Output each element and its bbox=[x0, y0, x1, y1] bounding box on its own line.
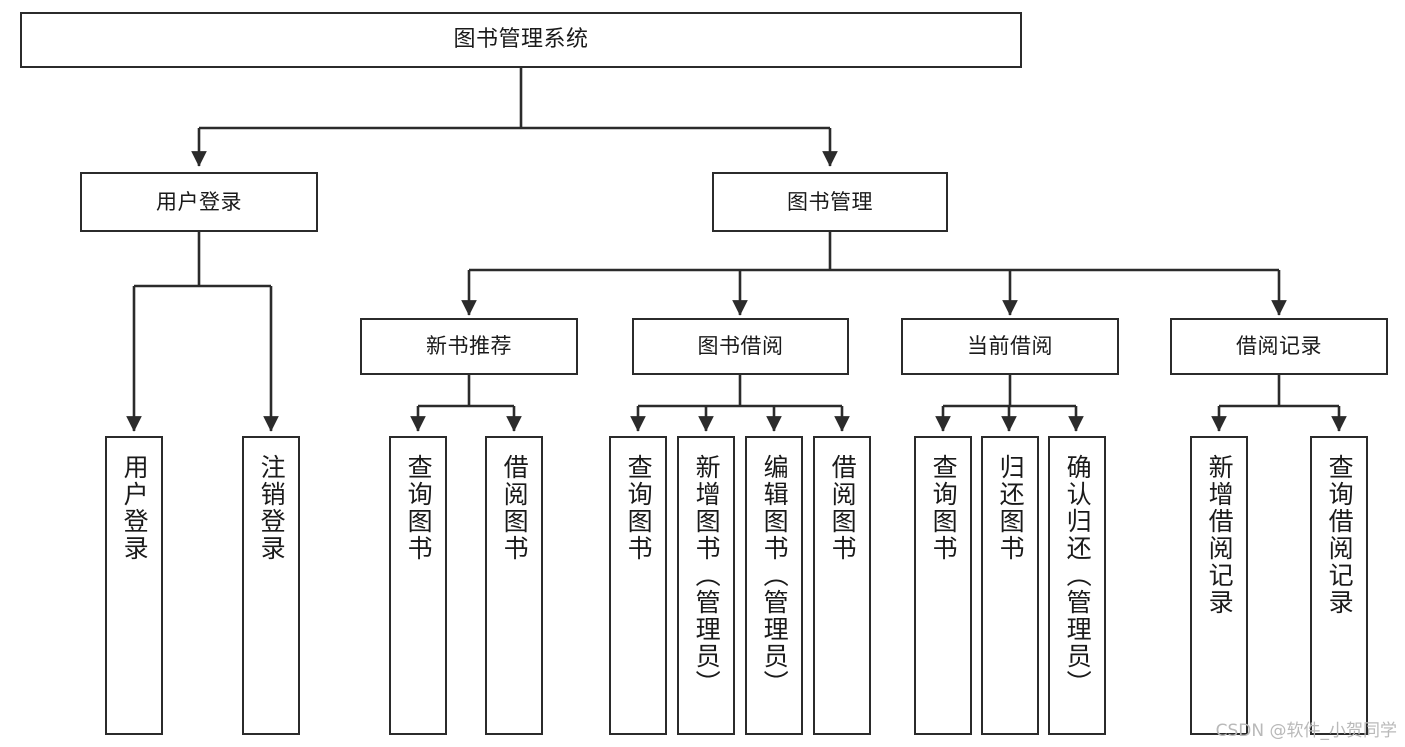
node-leaf-add-record-label: 新增借阅记录 bbox=[1205, 454, 1235, 616]
node-book-manage[interactable]: 图书管理 bbox=[712, 172, 948, 232]
node-leaf-return-book[interactable]: 归还图书 bbox=[981, 436, 1039, 735]
node-leaf-borrow-book-2-label: 借阅图书 bbox=[828, 454, 858, 562]
node-user-login-label: 用户登录 bbox=[156, 189, 242, 214]
node-leaf-add-record[interactable]: 新增借阅记录 bbox=[1190, 436, 1248, 735]
node-leaf-borrow-book-1[interactable]: 借阅图书 bbox=[485, 436, 543, 735]
node-leaf-add-book[interactable]: 新增图书（管理员） bbox=[677, 436, 735, 735]
node-borrow-record[interactable]: 借阅记录 bbox=[1170, 318, 1388, 375]
node-leaf-borrow-book-1-label: 借阅图书 bbox=[500, 454, 530, 562]
node-book-manage-label: 图书管理 bbox=[787, 189, 873, 214]
node-leaf-borrow-book-2[interactable]: 借阅图书 bbox=[813, 436, 871, 735]
node-book-borrow[interactable]: 图书借阅 bbox=[632, 318, 849, 375]
node-leaf-user-logout[interactable]: 注销登录 bbox=[242, 436, 300, 735]
node-leaf-user-logout-label: 注销登录 bbox=[257, 454, 287, 562]
node-leaf-query-book-1[interactable]: 查询图书 bbox=[389, 436, 447, 735]
node-current-borrow[interactable]: 当前借阅 bbox=[901, 318, 1119, 375]
node-leaf-query-book-2-label: 查询图书 bbox=[624, 454, 654, 562]
node-new-book-rec[interactable]: 新书推荐 bbox=[360, 318, 578, 375]
node-leaf-confirm-return[interactable]: 确认归还（管理员） bbox=[1048, 436, 1106, 735]
node-root-label: 图书管理系统 bbox=[453, 27, 589, 52]
node-leaf-return-book-label: 归还图书 bbox=[996, 454, 1026, 562]
node-user-login[interactable]: 用户登录 bbox=[80, 172, 318, 232]
node-book-borrow-label: 图书借阅 bbox=[697, 334, 784, 358]
node-leaf-query-book-3[interactable]: 查询图书 bbox=[914, 436, 972, 735]
node-root[interactable]: 图书管理系统 bbox=[20, 12, 1022, 68]
node-leaf-query-book-1-label: 查询图书 bbox=[404, 454, 434, 562]
node-leaf-edit-book[interactable]: 编辑图书（管理员） bbox=[745, 436, 803, 735]
node-current-borrow-label: 当前借阅 bbox=[967, 334, 1053, 358]
node-leaf-query-book-2[interactable]: 查询图书 bbox=[609, 436, 667, 735]
node-leaf-query-record-label: 查询借阅记录 bbox=[1325, 454, 1355, 616]
node-leaf-add-book-label: 新增图书（管理员） bbox=[692, 454, 722, 697]
node-leaf-user-login-label: 用户登录 bbox=[120, 454, 150, 562]
node-leaf-query-record[interactable]: 查询借阅记录 bbox=[1310, 436, 1368, 735]
node-borrow-record-label: 借阅记录 bbox=[1236, 334, 1322, 358]
node-new-book-rec-label: 新书推荐 bbox=[426, 334, 512, 358]
node-leaf-query-book-3-label: 查询图书 bbox=[929, 454, 959, 562]
node-leaf-edit-book-label: 编辑图书（管理员） bbox=[760, 454, 790, 697]
node-leaf-confirm-return-label: 确认归还（管理员） bbox=[1063, 454, 1093, 697]
node-leaf-user-login[interactable]: 用户登录 bbox=[105, 436, 163, 735]
